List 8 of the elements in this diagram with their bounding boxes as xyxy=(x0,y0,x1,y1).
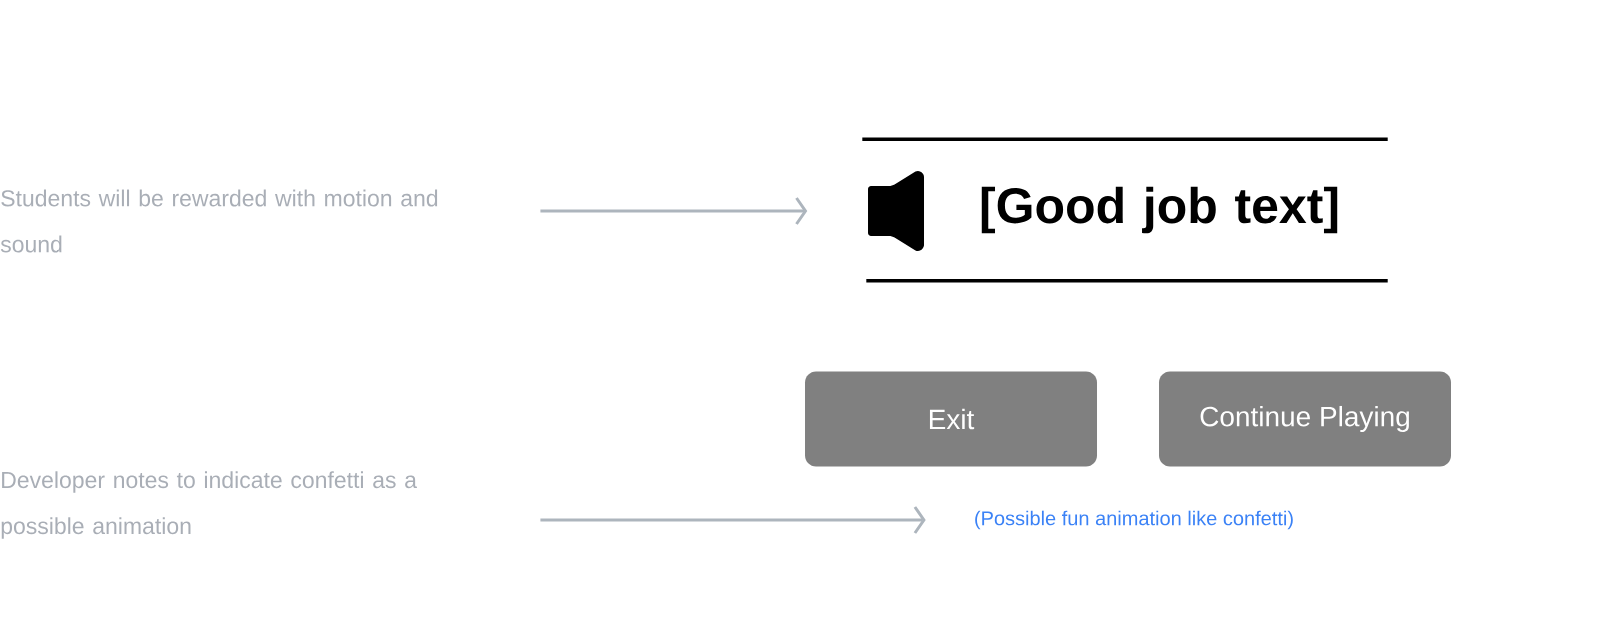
note-text: Students will be rewarded with motion and sound xyxy=(0,189,438,253)
note-text: Developer notes to indicate confetti as a possible animation xyxy=(1,471,417,539)
note-text: (Possible fun animation like confetti) xyxy=(975,510,1293,530)
arrow xyxy=(540,197,808,225)
button: Exit xyxy=(805,371,1097,467)
button: Continue Playing xyxy=(1159,371,1451,467)
arrow xyxy=(540,506,926,534)
message-banner: [Good job text] xyxy=(862,137,1388,283)
